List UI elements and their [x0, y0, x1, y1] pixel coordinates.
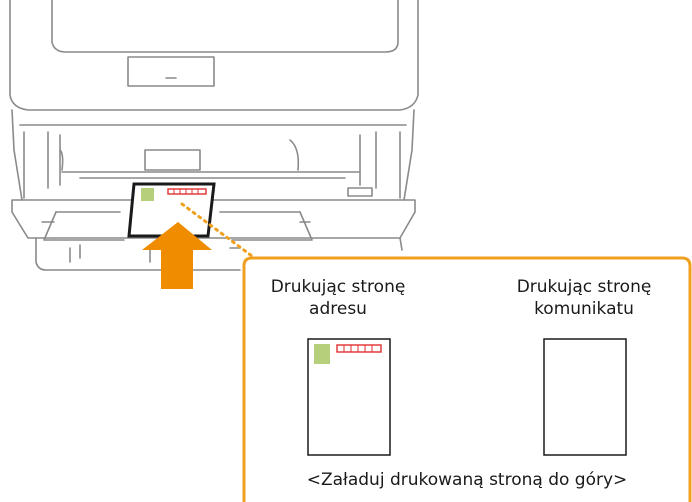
address-side-label: Drukując stronę adresu — [270, 277, 406, 319]
message-side-label: Drukując stronę komunikatu — [516, 277, 652, 319]
load-instruction-text: <Załaduj drukowaną stroną do góry> — [306, 470, 628, 490]
